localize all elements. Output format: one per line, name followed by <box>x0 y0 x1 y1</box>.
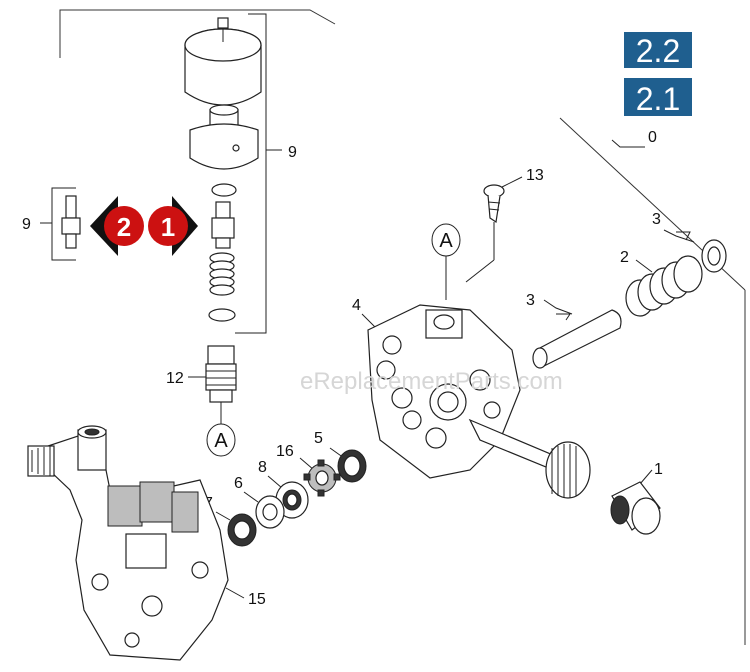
bracket-9-left <box>51 187 76 261</box>
valve-insert-part[interactable] <box>211 201 235 249</box>
watermark-text: eReplacementParts.com <box>300 368 563 395</box>
callout-3-upper: 3 <box>652 211 661 228</box>
o-ring-lower-part[interactable] <box>208 308 236 322</box>
nav-marker-1[interactable]: 1 <box>148 196 198 256</box>
manifold-housing-part[interactable] <box>27 425 229 661</box>
callout-1: 1 <box>654 461 663 478</box>
pump-shaft-part[interactable] <box>468 418 591 499</box>
bracket-9-right <box>235 13 267 334</box>
bushing-part[interactable] <box>610 481 661 535</box>
screw-part[interactable] <box>483 184 505 224</box>
nav-marker-2[interactable]: 2 <box>90 196 144 256</box>
version-badge-2-2[interactable]: 2.2 <box>624 32 692 69</box>
callout-13: 13 <box>526 167 544 184</box>
seal-ring-part[interactable] <box>701 239 727 273</box>
nav-marker-1-label: 1 <box>161 212 175 242</box>
callout-3-lower: 3 <box>526 292 535 309</box>
seal-5-part[interactable] <box>337 449 367 483</box>
version-badge-2-1-label: 2.1 <box>636 81 680 117</box>
valve-small-part[interactable] <box>61 195 81 249</box>
washer-6-part[interactable] <box>255 495 285 529</box>
reference-a-upper: A <box>431 223 461 257</box>
valve-housing-part[interactable] <box>189 104 259 170</box>
o-ring-upper-part[interactable] <box>211 183 237 197</box>
retainer-16-part[interactable] <box>303 459 341 497</box>
version-badge-2-2-label: 2.2 <box>636 33 680 69</box>
valve-spring-part[interactable] <box>209 252 235 296</box>
piston-rod-part[interactable] <box>532 309 622 369</box>
nav-marker-2-label: 2 <box>117 212 131 242</box>
version-badge-2-1[interactable]: 2.1 <box>624 78 692 117</box>
callout-8: 8 <box>258 459 267 476</box>
svg-text:A: A <box>214 430 228 452</box>
piston-spring-part[interactable] <box>625 255 703 317</box>
callout-0: 0 <box>648 129 657 146</box>
callout-2: 2 <box>620 249 629 266</box>
seal-7-part[interactable] <box>227 513 257 547</box>
callout-9-right: 9 <box>288 144 297 161</box>
svg-text:A: A <box>439 230 453 252</box>
callout-6: 6 <box>234 475 243 492</box>
valve-cap-part[interactable] <box>184 17 262 106</box>
reference-a-lower: A <box>206 423 236 457</box>
callout-9-left: 9 <box>22 216 31 233</box>
callout-12: 12 <box>166 370 184 387</box>
callout-4: 4 <box>352 297 361 314</box>
callout-5: 5 <box>314 430 323 447</box>
valve-cartridge-part[interactable] <box>205 345 237 403</box>
callout-16: 16 <box>276 443 294 460</box>
callout-15: 15 <box>248 591 266 608</box>
